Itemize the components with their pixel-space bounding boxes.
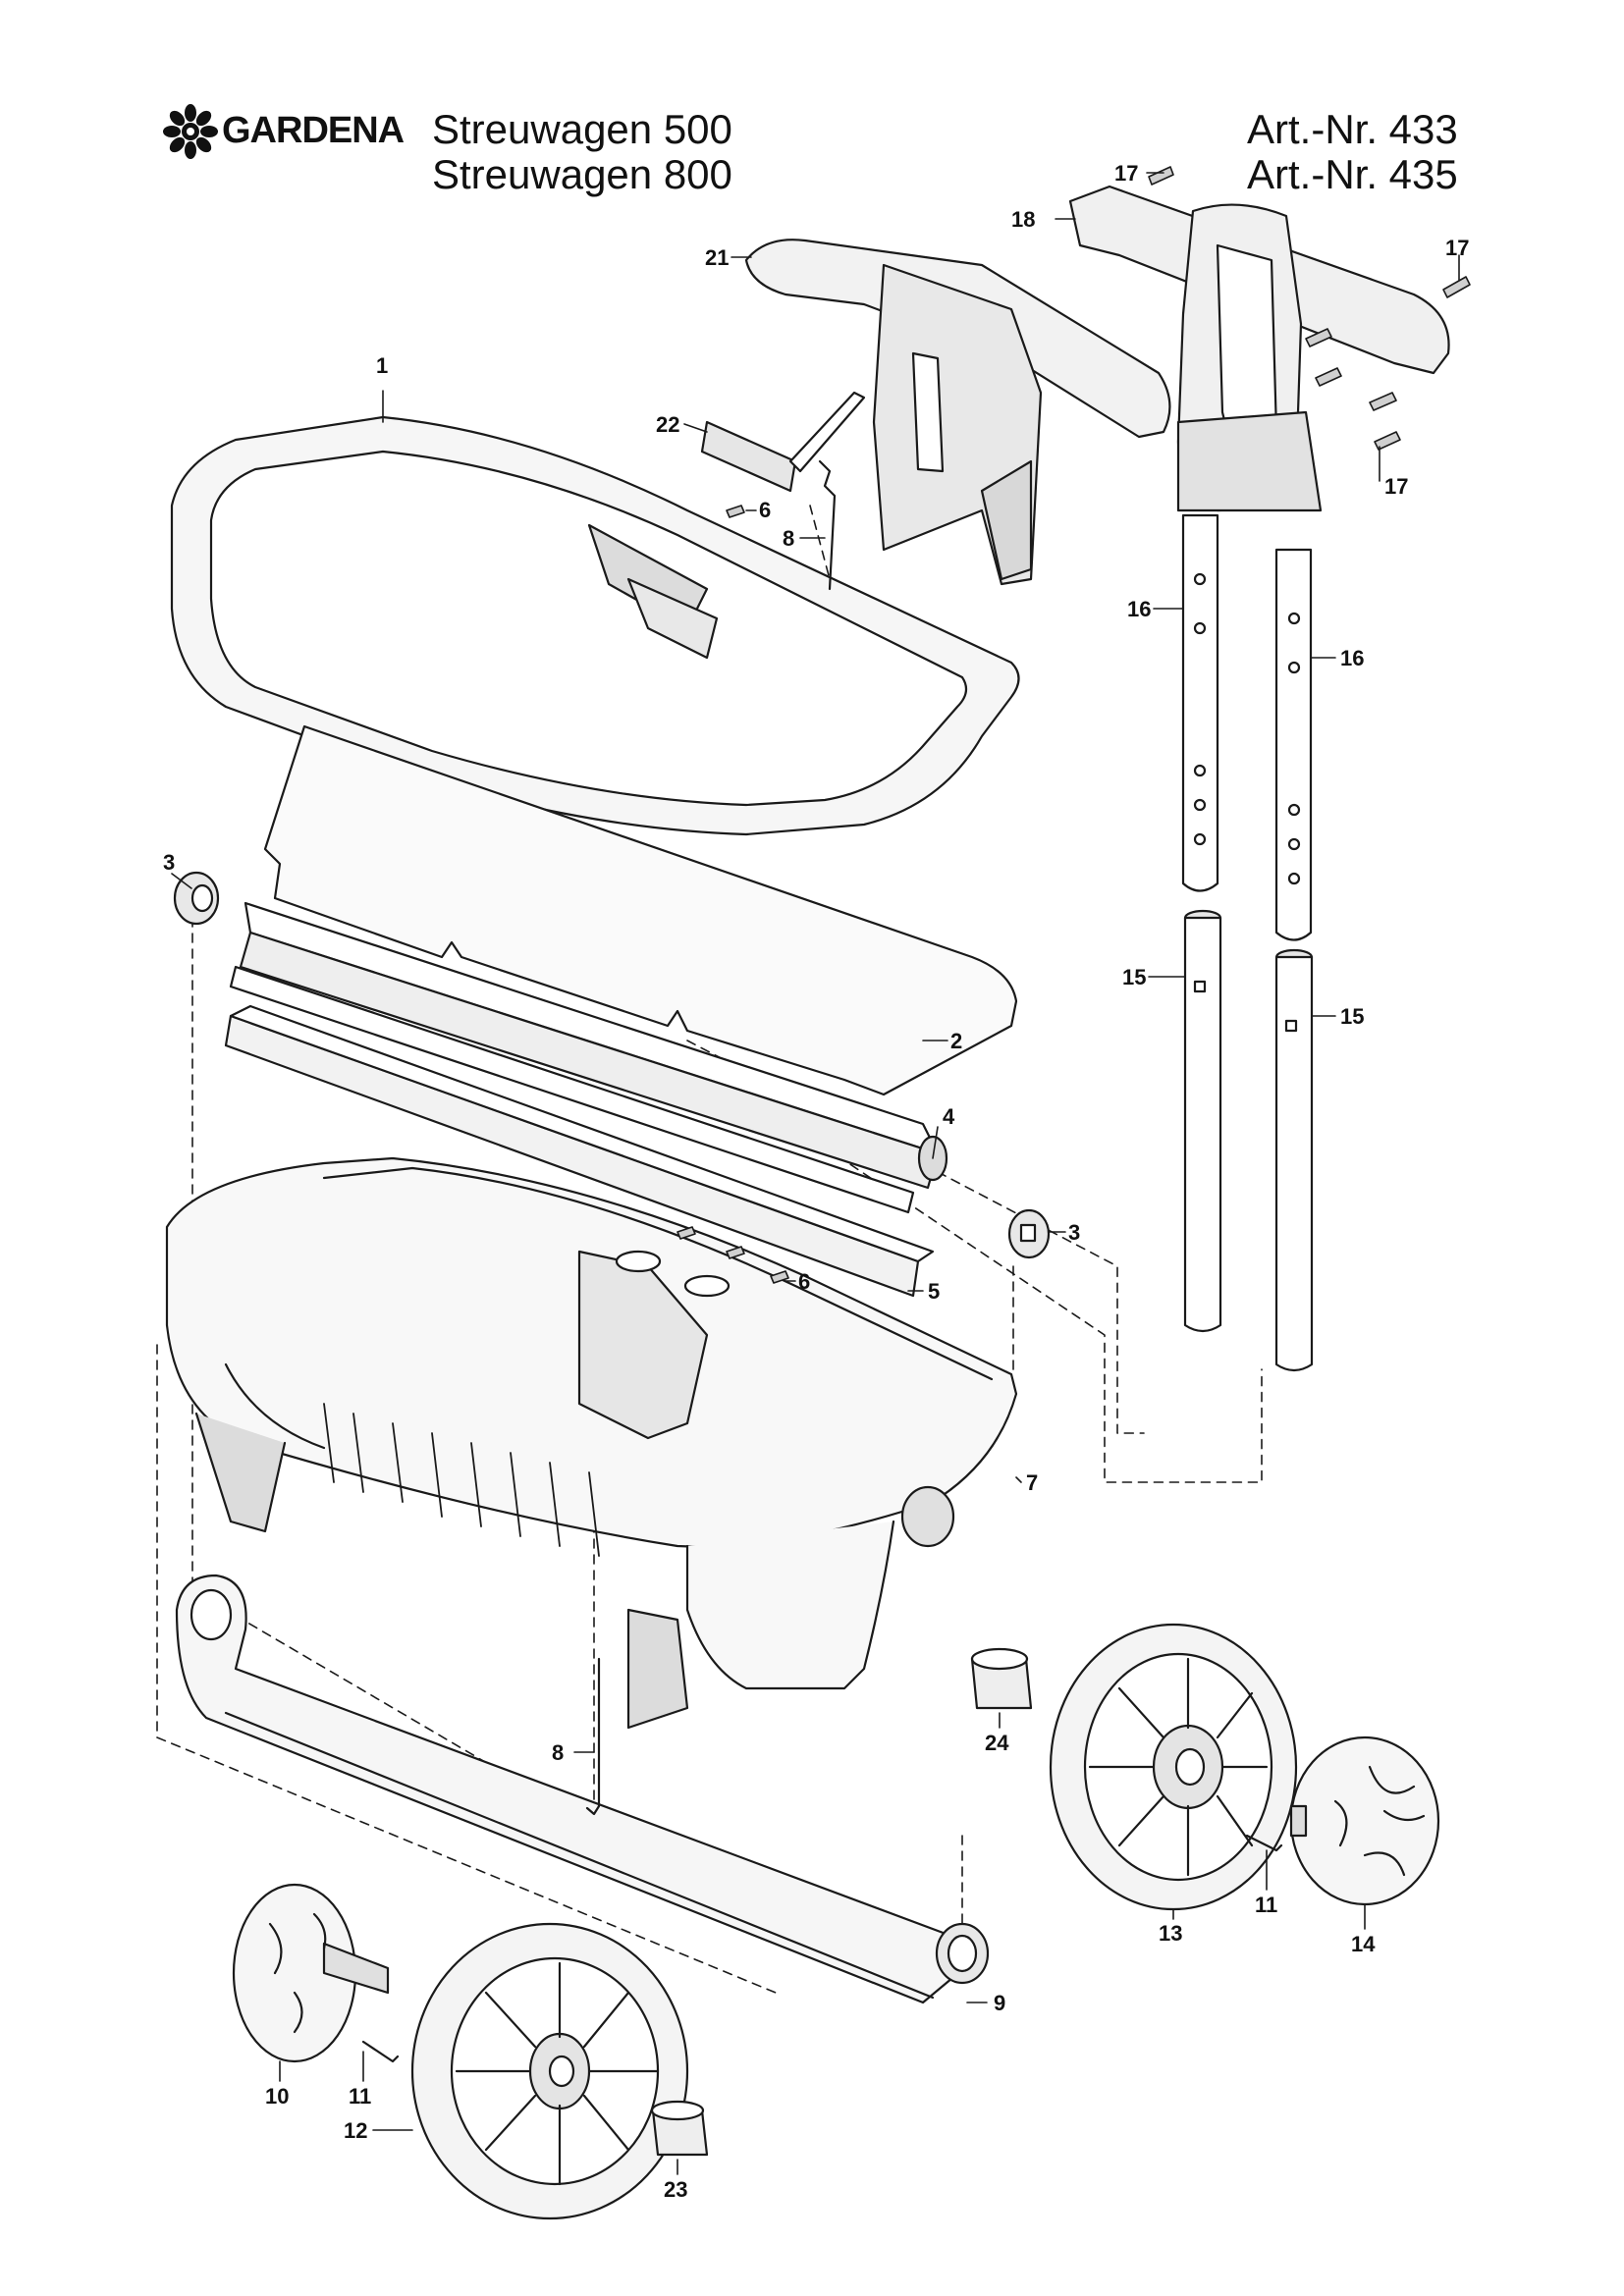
label-16-left: 16 bbox=[1127, 597, 1151, 621]
label-24: 24 bbox=[985, 1731, 1009, 1755]
part-8-spring-upper bbox=[818, 459, 837, 591]
model-title-800: Streuwagen 800 bbox=[432, 151, 732, 197]
part-24-bush bbox=[970, 1647, 1033, 1710]
part-11-pin-left bbox=[361, 2040, 400, 2063]
part-14-hubcap-right bbox=[1289, 1735, 1440, 1906]
label-9: 9 bbox=[994, 1991, 1005, 2015]
label-11-right: 11 bbox=[1255, 1893, 1277, 1917]
part-12-wheel-left bbox=[410, 1922, 689, 2220]
part-1-lid-frame bbox=[170, 415, 1020, 836]
part-7-hopper-body bbox=[165, 1156, 1018, 1730]
label-4: 4 bbox=[943, 1104, 955, 1129]
label-17-lower: 17 bbox=[1384, 474, 1408, 499]
label-22: 22 bbox=[656, 412, 679, 437]
label-3-right: 3 bbox=[1068, 1220, 1080, 1245]
label-5: 5 bbox=[928, 1279, 940, 1304]
part-15-tube-left bbox=[1183, 909, 1222, 1333]
part-15-tube-right bbox=[1274, 948, 1314, 1372]
part-3-bearing-right bbox=[1007, 1208, 1051, 1259]
label-1: 1 bbox=[376, 353, 388, 378]
part-9-frame bbox=[175, 1574, 990, 2004]
part-number-labels: 17 18 21 17 1 22 6 8 17 16 16 3 2 15 15 … bbox=[163, 161, 1469, 2202]
part-4-agitator-shaft bbox=[229, 901, 948, 1214]
article-number-433: Art.-Nr. 433 bbox=[1247, 106, 1458, 152]
label-10: 10 bbox=[265, 2084, 289, 2109]
label-17-top: 17 bbox=[1114, 161, 1138, 186]
brand-name: GARDENA bbox=[222, 110, 405, 151]
label-6-lower: 6 bbox=[798, 1269, 810, 1294]
part-16-tube-right bbox=[1274, 548, 1313, 941]
part-21-handle-grip bbox=[744, 239, 1171, 586]
label-8-top: 8 bbox=[783, 526, 794, 551]
gardena-flower-logo-icon bbox=[163, 104, 218, 159]
label-14: 14 bbox=[1351, 1932, 1376, 1956]
label-3-left: 3 bbox=[163, 850, 175, 875]
model-title-500: Streuwagen 500 bbox=[432, 106, 732, 152]
label-16-right: 16 bbox=[1340, 646, 1364, 670]
part-3-bearing-left bbox=[173, 871, 220, 926]
part-11-pin-right bbox=[1245, 1834, 1283, 1852]
label-18: 18 bbox=[1011, 207, 1035, 232]
part-16-tube-left bbox=[1181, 513, 1219, 892]
part-22-lever bbox=[700, 391, 866, 493]
label-8-lower: 8 bbox=[552, 1740, 564, 1765]
label-2: 2 bbox=[950, 1029, 962, 1053]
part-18-top-handle bbox=[1068, 185, 1450, 512]
label-12: 12 bbox=[344, 2118, 367, 2143]
label-15-left: 15 bbox=[1122, 965, 1146, 989]
part-10-hubcap-left bbox=[232, 1883, 390, 2063]
label-7: 7 bbox=[1026, 1470, 1038, 1495]
label-13: 13 bbox=[1159, 1921, 1182, 1946]
article-number-435: Art.-Nr. 435 bbox=[1247, 151, 1458, 197]
label-6-top: 6 bbox=[759, 498, 771, 522]
part-5-square-bar bbox=[224, 1004, 935, 1298]
label-15-right: 15 bbox=[1340, 1004, 1364, 1029]
part-8-spring-lower bbox=[585, 1657, 601, 1816]
part-23-bush bbox=[650, 2100, 709, 2157]
part-13-wheel-right bbox=[1049, 1623, 1298, 1911]
label-11-left: 11 bbox=[349, 2084, 371, 2109]
leader-lines bbox=[171, 172, 1460, 2175]
part-2-baffle-plate bbox=[263, 724, 1018, 1096]
label-21: 21 bbox=[705, 245, 729, 270]
label-23: 23 bbox=[664, 2177, 687, 2202]
screw-group bbox=[677, 166, 1471, 1284]
label-17-right: 17 bbox=[1445, 236, 1469, 260]
